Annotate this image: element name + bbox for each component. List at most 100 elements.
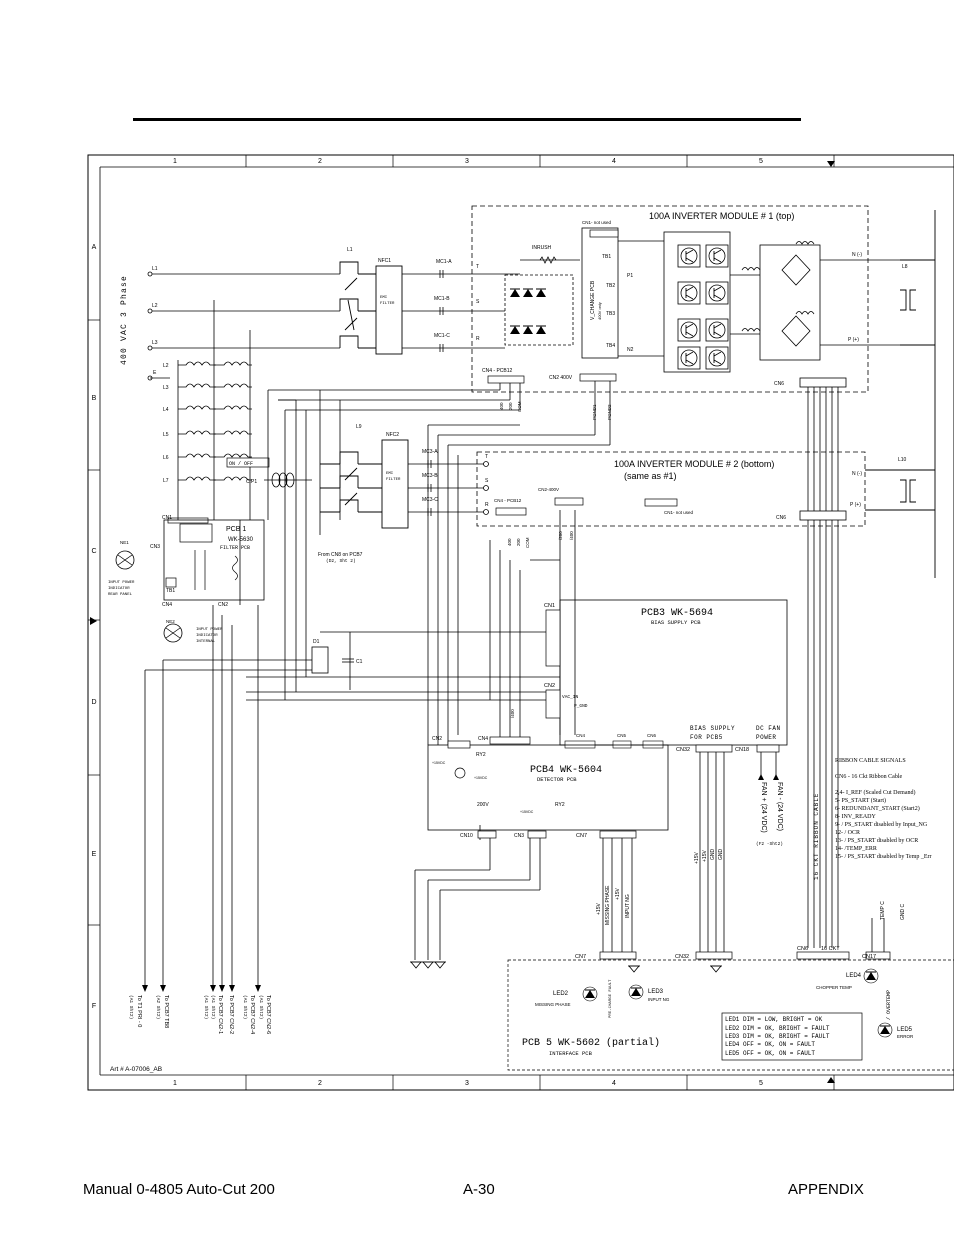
led3-icon — [630, 987, 642, 997]
pcb5-cn17-label: CN17 — [862, 954, 876, 960]
center-mark-left-icon — [90, 617, 97, 625]
line-l1: L1 — [152, 266, 158, 272]
pcb3-cn5-label: CN5 — [617, 733, 626, 738]
svg-text:LED2 DIM = OK, BRIGHT = FAU: LED2 DIM = OK, BRIGHT = FAULT — [725, 1025, 830, 1032]
pcb1-cn2: CN2 — [218, 602, 228, 608]
svg-text:13- / PS_START disabled by OCR: 13- / PS_START disabled by OCR — [835, 838, 918, 844]
ladder-l3: L3 — [163, 385, 169, 391]
svg-text:+15V: +15V — [694, 852, 700, 864]
pcb4-cn7-label: CN7 — [576, 833, 587, 839]
pcb4-cn7-connector — [599, 830, 637, 839]
grid-row: D — [91, 699, 96, 706]
cn4-pcb12-connector — [487, 375, 525, 384]
line-l3: L3 — [152, 340, 158, 346]
pcb4-cn3-connector — [527, 830, 547, 839]
tb2: TB2 — [606, 283, 615, 289]
grid-row: B — [92, 395, 97, 402]
svg-text:GND: GND — [718, 849, 724, 861]
pcb3-cn18-connector — [756, 744, 780, 753]
rectifier-diode-icon — [535, 288, 547, 298]
led5-label: LED5 — [897, 1027, 913, 1033]
n-minus-2: N (-) — [852, 471, 862, 477]
p15-label: +15VDC — [432, 761, 446, 765]
module2-subtitle: (same as #1) — [624, 471, 677, 481]
c1-cap — [342, 658, 354, 663]
cn6-connector-1 — [799, 377, 847, 388]
ladder-l4: L4 — [163, 407, 169, 413]
pcb1-sub: FILTER PCB — [220, 545, 250, 551]
ne2-text: INPUT POWER INDICATOR INTERNAL — [196, 628, 223, 644]
pre-charge-label: PRE-CHARGE FAULT — [609, 979, 613, 1018]
pcb5-cn6-16ckt: 16 CKT — [821, 946, 840, 952]
v200-label: 200V — [477, 802, 489, 808]
cn32-line-labels: +15V +15V GND GND — [694, 849, 724, 865]
svg-text:COM: COM — [525, 537, 530, 548]
ladder-labels: L2 L3 L4 L5 L6 L7 — [163, 363, 169, 484]
led2-icon — [584, 989, 596, 999]
tb4: TB4 — [606, 343, 615, 349]
pcb3-cn2-connector — [545, 689, 561, 719]
cn2-400v-connector — [579, 373, 617, 382]
power-label: POWER — [756, 734, 777, 741]
igbt-icon — [705, 244, 729, 268]
svg-text:14- /TEMP_ERR: 14- /TEMP_ERR — [835, 846, 877, 852]
ladder-l5: L5 — [163, 432, 169, 438]
pcb3-cn6-label: CN6 — [647, 733, 656, 738]
module2-cn4-label: CN4 - PCB12 — [494, 498, 522, 503]
cp1-breaker — [264, 472, 312, 488]
tb3: TB3 — [606, 311, 615, 317]
s-label-2: S — [485, 478, 489, 484]
ribbon-title: RIBBON CABLE SIGNALS — [835, 758, 906, 764]
gnd-c-label: GND C — [900, 904, 906, 921]
pcb4-cn2-label: CN2 — [432, 736, 442, 742]
pcb5-title: PCB 5 WK-5602 (partial) — [522, 1037, 660, 1049]
l9-choke — [320, 451, 382, 513]
on-off-label: ON / OFF — [229, 461, 253, 467]
pcb4-title: PCB4 WK-5604 — [530, 765, 602, 776]
module2-cn1-connector — [644, 498, 678, 507]
led4-icon — [865, 971, 877, 981]
svg-text:LED1 DIM = LOW, BRIGHT = OK: LED1 DIM = LOW, BRIGHT = OK — [725, 1016, 823, 1023]
pcb4-cn2-connector — [447, 740, 471, 749]
s-label: S — [476, 299, 480, 305]
grid-col-top: 2 — [318, 158, 322, 165]
svg-text:To PCB7 CN2-6: To PCB7 CN2-6 — [265, 995, 271, 1034]
igbt-icon — [677, 281, 701, 305]
grid-col-bottom: 2 — [318, 1080, 322, 1087]
svg-text:9- / PS_START disabled by Inp: 9- / PS_START disabled by Input_NG — [835, 822, 928, 828]
cn6-label-1: CN6 — [774, 381, 784, 387]
led3-sub: INPUT NG — [648, 997, 670, 1002]
tb1: TB1 — [602, 254, 611, 260]
igbt-icon — [677, 244, 701, 268]
svg-text:To T1 PRI - 0: To T1 PRI - 0 — [136, 995, 142, 1027]
fan-minus-label: FAN - (24 VDC) — [776, 782, 783, 831]
p-plus-2: P (+) — [850, 502, 861, 508]
bias-supply-label: BIAS SUPPLY — [690, 725, 735, 732]
module2-cn2-connector — [554, 497, 584, 506]
led3-label: LED3 — [648, 989, 664, 995]
rectifier-diode-icon — [522, 325, 534, 335]
pcb3-box — [559, 599, 788, 746]
pin-pgnd1: PGND1 — [592, 404, 597, 420]
grid-row-labels: A B C D E F — [91, 244, 96, 1010]
output-bridge-1 — [741, 241, 900, 347]
n-minus-1: N (-) — [852, 252, 862, 258]
mc3-b: MC3-B — [422, 473, 438, 479]
pcb1-part: WK-5630 — [228, 537, 254, 543]
svg-text:+15V: +15V — [615, 888, 621, 900]
l8-choke — [900, 210, 936, 578]
pcb3-cn18-label: CN18 — [735, 747, 749, 753]
ladder-l7: L7 — [163, 478, 169, 484]
pcb5-region — [507, 959, 954, 1071]
cn1-not-used-label: CN1- not used — [582, 220, 612, 225]
input-line-labels: L1 L2 L3 E — [152, 266, 158, 376]
nfc1-text: FILTER — [380, 302, 395, 306]
cn4-pin-labels: 400 200 COM PGND1 PGND2 — [499, 401, 612, 420]
pcb5-cn7-label: CN7 — [575, 954, 586, 960]
on-off-switch — [226, 457, 270, 468]
pcb5-cn32-connector — [695, 951, 733, 960]
svg-text:2,4- I_REF (Scaled Cut Demand): 2,4- I_REF (Scaled Cut Demand) — [835, 789, 915, 796]
fan-plus-arrow-icon — [758, 774, 764, 780]
svg-text:MISSING PHASE: MISSING PHASE — [605, 885, 611, 925]
